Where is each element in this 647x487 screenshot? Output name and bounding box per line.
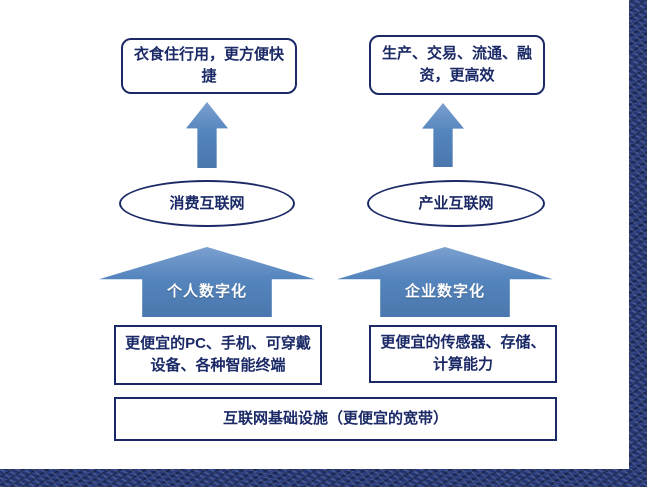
industry-internet-label: 产业互联网 bbox=[418, 194, 494, 212]
consumer-enablers-text: 更便宜的PC、手机、可穿戴设备、各种智能终端 bbox=[125, 335, 311, 374]
slide-edge-bottom bbox=[0, 469, 647, 487]
industry-enablers-box: 更便宜的传感器、存储、计算能力 bbox=[369, 325, 557, 383]
slide-edge-right bbox=[629, 0, 647, 487]
industry-up-arrow-icon bbox=[422, 103, 464, 167]
personal-digitalization-arrow: 个人数字化 bbox=[99, 247, 315, 317]
infrastructure-text: 互联网基础设施（更便宜的宽带） bbox=[222, 410, 448, 428]
internet-layers-diagram: 衣食住行用，更方便快捷 消费互联网 个人数字化 更便宜的PC、手机、可穿戴设备、… bbox=[99, 35, 557, 441]
consumer-enablers-box: 更便宜的PC、手机、可穿戴设备、各种智能终端 bbox=[114, 325, 322, 385]
industry-internet-ellipse: 产业互联网 bbox=[367, 180, 545, 227]
enterprise-digitalization-label: 企业数字化 bbox=[404, 282, 485, 300]
consumer-up-arrow-icon bbox=[186, 102, 228, 168]
industry-outcome-text: 生产、交易、流通、融资，更高效 bbox=[381, 45, 532, 84]
enterprise-digitalization-arrow: 企业数字化 bbox=[337, 247, 553, 317]
consumer-internet-ellipse: 消费互联网 bbox=[119, 180, 295, 227]
industry-outcome-box: 生产、交易、流通、融资，更高效 bbox=[369, 35, 545, 95]
consumer-outcome-text: 衣食住行用，更方便快捷 bbox=[133, 46, 284, 85]
consumer-internet-label: 消费互联网 bbox=[169, 194, 245, 212]
industry-enablers-text: 更便宜的传感器、存储、计算能力 bbox=[380, 334, 546, 373]
personal-digitalization-label: 个人数字化 bbox=[166, 282, 247, 300]
consumer-outcome-box: 衣食住行用，更方便快捷 bbox=[121, 38, 297, 94]
infrastructure-box: 互联网基础设施（更便宜的宽带） bbox=[114, 397, 557, 441]
